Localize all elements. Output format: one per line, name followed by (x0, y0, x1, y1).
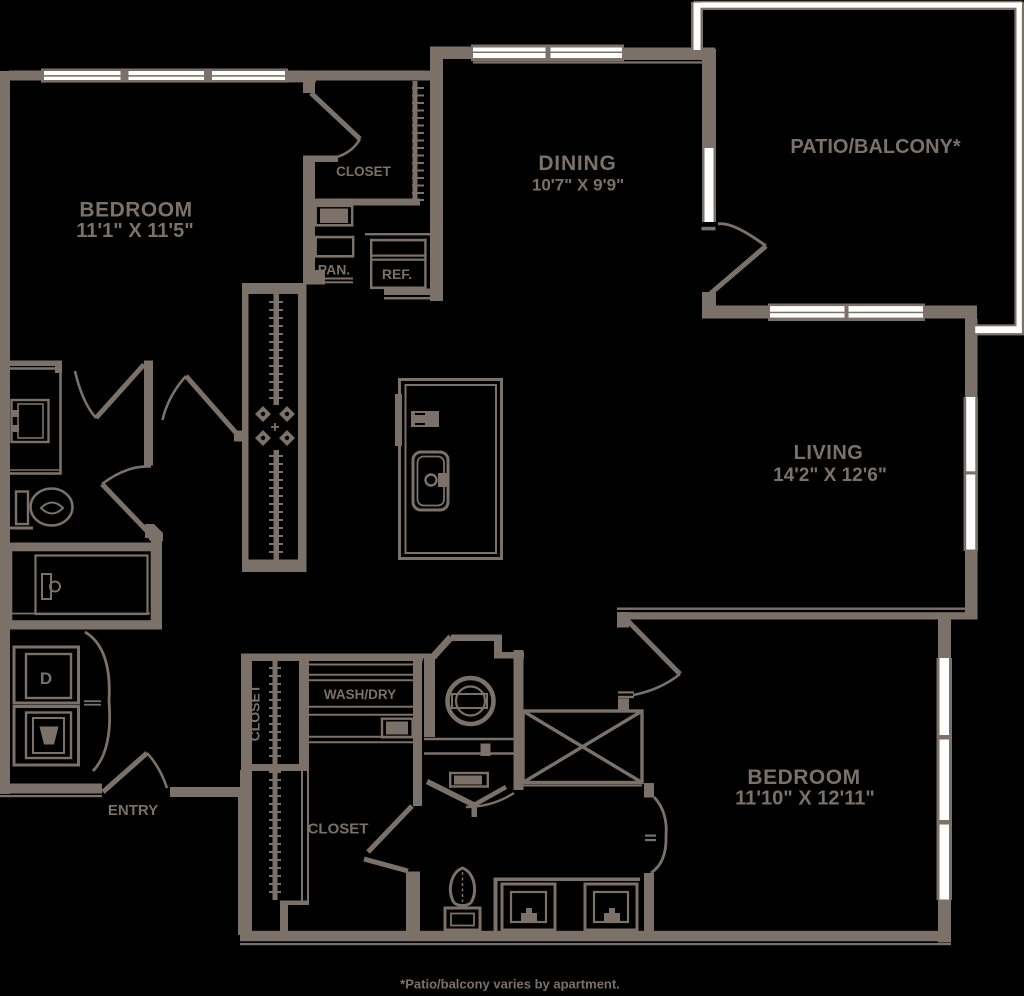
svg-text:BEDROOM: BEDROOM (747, 766, 860, 789)
svg-text:11'10" X 12'11": 11'10" X 12'11" (735, 788, 875, 810)
svg-text:PAN.: PAN. (318, 262, 350, 278)
svg-text:BEDROOM: BEDROOM (79, 199, 192, 222)
svg-text:LIVING: LIVING (794, 442, 864, 464)
svg-text:*Patio/balcony varies by apart: *Patio/balcony varies by apartment. (400, 977, 620, 992)
svg-text:WASH/DRY: WASH/DRY (324, 687, 396, 702)
svg-text:ENTRY: ENTRY (108, 802, 158, 819)
svg-text:CLOSET: CLOSET (247, 684, 263, 741)
svg-text:CLOSET: CLOSET (336, 164, 392, 179)
svg-text:REF.: REF. (382, 266, 412, 282)
svg-text:14'2" X 12'6": 14'2" X 12'6" (773, 465, 887, 486)
svg-text:DINING: DINING (538, 152, 616, 175)
svg-text:CLOSET: CLOSET (308, 821, 369, 838)
svg-text:10'7" X 9'9": 10'7" X 9'9" (532, 176, 624, 195)
svg-text:PATIO/BALCONY*: PATIO/BALCONY* (790, 136, 961, 158)
svg-text:11'1" X 11'5": 11'1" X 11'5" (76, 220, 193, 242)
svg-text:D: D (40, 669, 52, 688)
